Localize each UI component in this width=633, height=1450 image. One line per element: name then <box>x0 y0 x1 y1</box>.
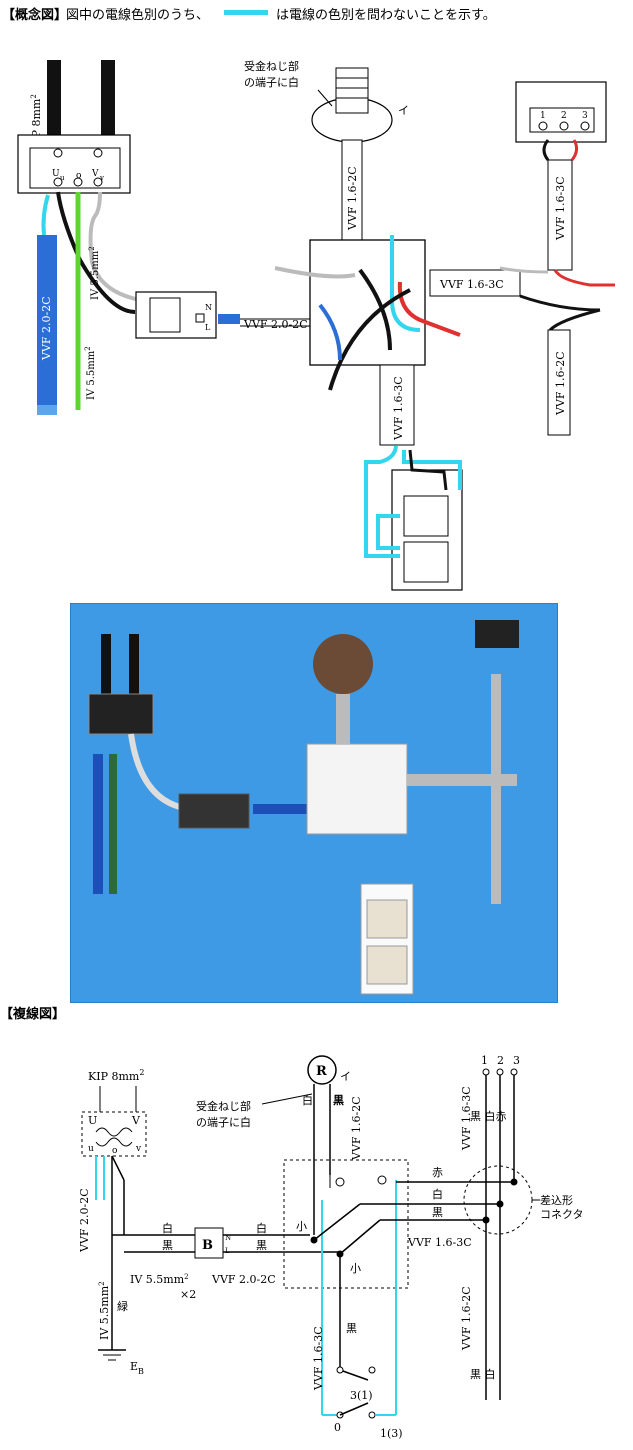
ml-breaker-box <box>194 1227 224 1259</box>
ml-x2: ×2 <box>180 1288 196 1301</box>
ml-note1: 受金ねじ部 <box>196 1099 251 1113</box>
ml-shiro1: 白 <box>162 1221 173 1235</box>
ml-kuro-sw: 黒 <box>346 1322 357 1335</box>
ml-vvf16-3c-sw: VVF 1.6-3C <box>312 1326 325 1391</box>
svg-text:R: R <box>316 1064 327 1079</box>
concept-right-block: 1 2 3 <box>515 81 607 143</box>
ml-midori: 緑 <box>117 1299 128 1313</box>
svg-text:L: L <box>205 323 211 332</box>
ml-kuro3: 黒 <box>432 1206 443 1219</box>
wiring-photo-illustration <box>88 620 519 995</box>
svg-text:V: V <box>131 1114 141 1127</box>
concept-diagram: KIP 8mm2 U u o V v VVF 2.0-2C IV 5.5mm2 … <box>17 59 615 591</box>
ml-kuro1: 黒 <box>162 1239 173 1252</box>
concept-iv55-a: IV 5.5mm2 <box>88 246 101 300</box>
ml-conn2: コネクタ <box>540 1208 584 1221</box>
legend-text-before: 図中の電線色別のうち、 <box>66 8 210 23</box>
concept-terminal-block: U u o V v <box>17 134 131 194</box>
concept-vvf20-left: VVF 2.0-2C <box>40 296 53 361</box>
ml-breaker-label: B <box>202 1238 213 1253</box>
legend-text-after: は電線の色別を問わないことを示す。 <box>276 8 496 23</box>
svg-text:U: U <box>52 169 60 179</box>
concept-vvf16-3c-down: VVF 1.6-3C <box>392 376 405 441</box>
wiring-photo <box>70 603 558 1003</box>
svg-text:u: u <box>88 1144 94 1154</box>
ml-vvf20-left: VVF 2.0-2C <box>78 1188 91 1253</box>
ml-note2: の端子に白 <box>196 1115 251 1129</box>
ml-top-cols: 黒 白赤 <box>470 1109 507 1123</box>
svg-text:v: v <box>135 1144 142 1154</box>
concept-vvf16-2c-top: VVF 1.6-2C <box>346 166 359 231</box>
svg-text:u: u <box>60 174 65 182</box>
svg-text:3: 3 <box>582 111 588 121</box>
svg-text:o: o <box>76 171 81 181</box>
ml-conn1: 差込形 <box>540 1193 573 1207</box>
legend-title: 【概念図】 <box>2 8 68 23</box>
concept-iv55-b: IV 5.5mm2 <box>84 346 97 400</box>
concept-lamp-i: イ <box>398 104 409 117</box>
ml-kuro-r: 黒 <box>333 1094 344 1107</box>
ml-vvf16-3c-top: VVF 1.6-3C <box>460 1086 473 1151</box>
svg-text:U: U <box>88 1114 97 1127</box>
concept-vvf16-3c-vert: VVF 1.6-3C <box>554 176 567 241</box>
ml-junction-box <box>283 1159 409 1289</box>
svg-text:o: o <box>112 1146 117 1156</box>
ml-lamp-R <box>307 1055 337 1085</box>
svg-text:2: 2 <box>497 1054 504 1067</box>
ml-shiro2: 白 <box>256 1221 267 1235</box>
legend-color-line <box>224 10 268 15</box>
ml-shiro3: 白 <box>432 1187 443 1201</box>
ml-i: イ <box>340 1070 351 1083</box>
concept-junction-box <box>309 239 426 366</box>
ml-bottom-cols: 黒 白 <box>470 1367 496 1381</box>
concept-breaker: N L <box>135 291 217 339</box>
svg-text:V: V <box>91 169 99 179</box>
ml-iv55-2: IV 5.5mm2 <box>130 1273 189 1286</box>
svg-text:v: v <box>99 174 104 182</box>
concept-vvf20-mid: VVF 2.0-2C <box>243 318 308 331</box>
ml-iv55: IV 5.5mm2 <box>98 1281 111 1340</box>
concept-lamp-note1: 受金ねじ部 <box>244 59 299 73</box>
svg-text:L: L <box>225 1247 230 1255</box>
svg-text:N: N <box>225 1234 231 1242</box>
ml-connector-circle <box>463 1165 533 1235</box>
concept-lamp <box>311 67 393 143</box>
svg-text:1: 1 <box>481 1054 488 1067</box>
ml-vvf16-2c-bottom: VVF 1.6-2C <box>460 1286 473 1351</box>
svg-text:3: 3 <box>513 1054 520 1067</box>
concept-switch <box>391 469 463 591</box>
ml-aka: 赤 <box>432 1166 443 1179</box>
ml-vvf20-mid: VVF 2.0-2C <box>211 1273 276 1286</box>
ml-sw-13: 1(3) <box>380 1427 403 1440</box>
multiline-title: 【複線図】 <box>0 1007 66 1022</box>
ml-vvf16-2c-top: VVF 1.6-2C <box>350 1096 363 1161</box>
svg-text:N: N <box>205 303 212 312</box>
ml-vvf16-3c-right: VVF 1.6-3C <box>407 1236 472 1249</box>
concept-lamp-note2: の端子に白 <box>244 75 299 89</box>
ml-ko1: 小 <box>296 1220 307 1233</box>
ml-kuro2: 黒 <box>256 1239 267 1252</box>
svg-text:1: 1 <box>540 111 546 121</box>
ml-shiro-r: 白 <box>302 1093 313 1107</box>
svg-text:2: 2 <box>561 111 567 121</box>
concept-vvf16-3c-right: VVF 1.6-3C <box>439 278 504 291</box>
ml-sw-0: 0 <box>334 1421 341 1434</box>
multiline-diagram: KIP 8mm2 U V u o v VVF 2.0-2C IV 5.5mm2 … <box>78 1054 584 1440</box>
legend: 【概念図】 図中の電線色別のうち、 は電線の色別を問わないことを示す。 <box>0 0 633 30</box>
ml-ko2: 小 <box>350 1262 361 1275</box>
ml-kip-label: KIP 8mm2 <box>88 1068 144 1083</box>
ml-sw-31: 3(1) <box>350 1389 373 1402</box>
ml-eb: EB <box>130 1360 144 1376</box>
concept-vvf16-2c-right: VVF 1.6-2C <box>554 351 567 416</box>
